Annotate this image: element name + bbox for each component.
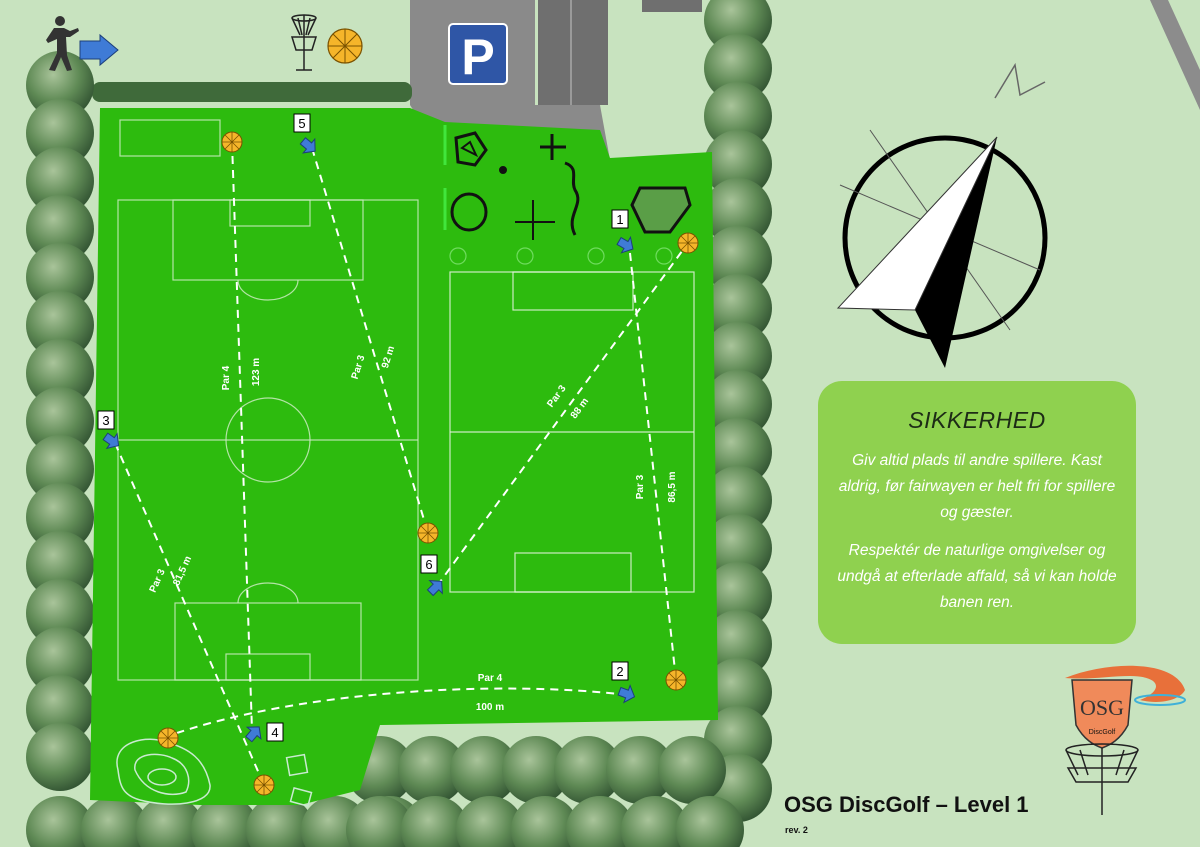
tree (26, 195, 94, 263)
tree (26, 99, 94, 167)
tree (502, 736, 570, 804)
basket-3 (157, 727, 179, 749)
logo-letters: OSG (1080, 695, 1124, 720)
svg-text:5: 5 (298, 116, 305, 131)
tree (704, 34, 772, 102)
svg-text:4: 4 (271, 725, 278, 740)
tree (621, 796, 689, 847)
tee-2: 2 (611, 661, 629, 681)
tree (26, 579, 94, 647)
hole-1-distance: 86,5 m (667, 471, 678, 502)
arrow-right-icon (79, 33, 119, 67)
tree (26, 291, 94, 359)
basket-5 (417, 522, 439, 544)
safety-heading: SIKKERHED (908, 407, 1046, 433)
tree-border (26, 0, 772, 847)
tree (704, 658, 772, 726)
basket-target-icon (327, 28, 363, 64)
logo-text: DiscGolf (1089, 729, 1116, 736)
tree (658, 736, 726, 804)
disc-golf-basket-icon (290, 14, 318, 71)
tree (191, 796, 259, 847)
playground (443, 125, 692, 265)
osg-logo: OSG DiscGolf (1065, 665, 1186, 815)
safety-box: SIKKERHED Giv altid plads til andre spil… (818, 381, 1136, 644)
tee-4: 4 (266, 722, 284, 742)
tree (26, 627, 94, 695)
tree (704, 130, 772, 198)
tree (704, 226, 772, 294)
hole-4-distance: 123 m (251, 358, 262, 386)
basket-1 (677, 232, 699, 254)
grass-field (90, 108, 718, 805)
tree (704, 562, 772, 630)
parking-sign: P (448, 23, 508, 85)
hole-2-par: Par 4 (478, 673, 503, 684)
tree (26, 675, 94, 743)
safety-paragraph-2: Respektér de naturlige omgivelser og und… (837, 542, 1117, 611)
tree (511, 796, 579, 847)
tree (26, 339, 94, 407)
svg-text:3: 3 (102, 413, 109, 428)
svg-text:2: 2 (616, 664, 623, 679)
tree (676, 796, 744, 847)
tree (704, 322, 772, 390)
tree (704, 610, 772, 678)
parking-label: P (461, 29, 494, 85)
course-title: OSG DiscGolf – Level 1 (784, 792, 1029, 817)
tree (26, 435, 94, 503)
tree (704, 370, 772, 438)
tree (246, 796, 314, 847)
tree (606, 736, 674, 804)
tree (26, 243, 94, 311)
tree (554, 736, 622, 804)
basket-4 (221, 131, 243, 153)
tree (704, 274, 772, 342)
tree (26, 147, 94, 215)
tree (704, 82, 772, 150)
tree (26, 796, 94, 847)
hole-4-par: Par 4 (221, 365, 232, 390)
tree (704, 178, 772, 246)
tree (456, 796, 524, 847)
tree (704, 514, 772, 582)
tree (26, 387, 94, 455)
basket-6 (253, 774, 275, 796)
tree (704, 418, 772, 486)
fairways (114, 141, 689, 786)
tree (81, 796, 149, 847)
hedge (92, 82, 412, 102)
tree (566, 796, 634, 847)
tree (26, 723, 94, 791)
tree (346, 796, 414, 847)
north-arrow-compass-icon (836, 62, 1048, 368)
tee-1: 1 (611, 209, 629, 229)
hole-2-distance: 100 m (476, 702, 504, 713)
tee-markers: 1 2 3 4 5 6 (97, 113, 639, 746)
tree (26, 531, 94, 599)
tree (704, 466, 772, 534)
soccer-field-right (449, 271, 695, 593)
safety-paragraph-1: Giv altid plads til andre spillere. Kast… (838, 452, 1116, 521)
svg-text:1: 1 (616, 212, 623, 227)
tree (26, 483, 94, 551)
tree (398, 736, 466, 804)
player-throwing-icon (46, 16, 79, 71)
tree (26, 51, 94, 119)
tree (401, 796, 469, 847)
tree (450, 736, 518, 804)
tee-6: 6 (420, 554, 438, 574)
tree (136, 796, 204, 847)
road (1150, 0, 1200, 110)
mound (116, 738, 313, 808)
svg-text:6: 6 (425, 557, 432, 572)
tee-3: 3 (97, 410, 115, 430)
hole-1-par: Par 3 (635, 474, 646, 499)
tee-5: 5 (293, 113, 311, 133)
basket-2 (665, 669, 687, 691)
revision-label: rev. 2 (785, 825, 808, 835)
